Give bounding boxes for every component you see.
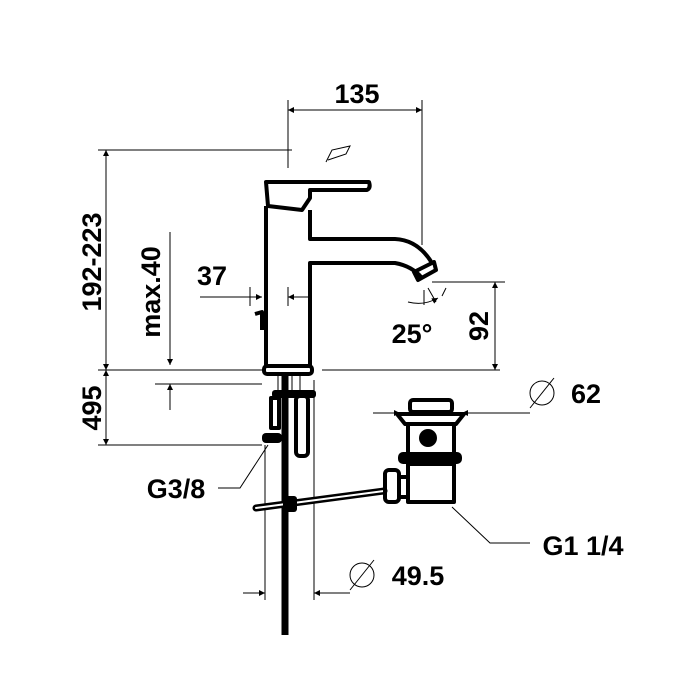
dimension-62: [373, 377, 555, 416]
label-g114: G1 1/4: [542, 531, 623, 561]
dim-label-37: 37: [197, 261, 227, 291]
pull-rod: [252, 487, 388, 512]
dim-label-62: 62: [571, 379, 601, 409]
dimension-495: [98, 369, 500, 446]
lever-motion-icon: [325, 145, 351, 163]
faucet-shanks: [262, 374, 316, 635]
dim-label-92: 92: [464, 311, 494, 341]
dimension-49-5: [243, 380, 375, 600]
pop-up-waste: [383, 398, 466, 504]
faucet-body: [254, 180, 438, 376]
dim-label-49-5: 49.5: [392, 561, 445, 591]
dimension-37: [200, 287, 310, 306]
dim-label-max40: max.40: [136, 246, 166, 338]
dim-label-total-height: 192-223: [77, 212, 107, 311]
dim-label-135: 135: [334, 79, 379, 109]
dim-label-25-degrees: 25°: [392, 319, 433, 349]
dimension-total-height: [98, 149, 292, 370]
dimension-135: [287, 100, 423, 245]
leader-g38: [218, 444, 269, 489]
leader-g114: [451, 506, 530, 544]
dimension-92: [432, 281, 505, 370]
dim-label-495: 495: [77, 385, 107, 430]
diameter-icon: [529, 380, 555, 406]
spray-angle-arc: [407, 287, 447, 305]
label-g38: G3/8: [147, 474, 206, 504]
diameter-icon: [349, 562, 375, 588]
dimension-max40: [155, 232, 262, 410]
